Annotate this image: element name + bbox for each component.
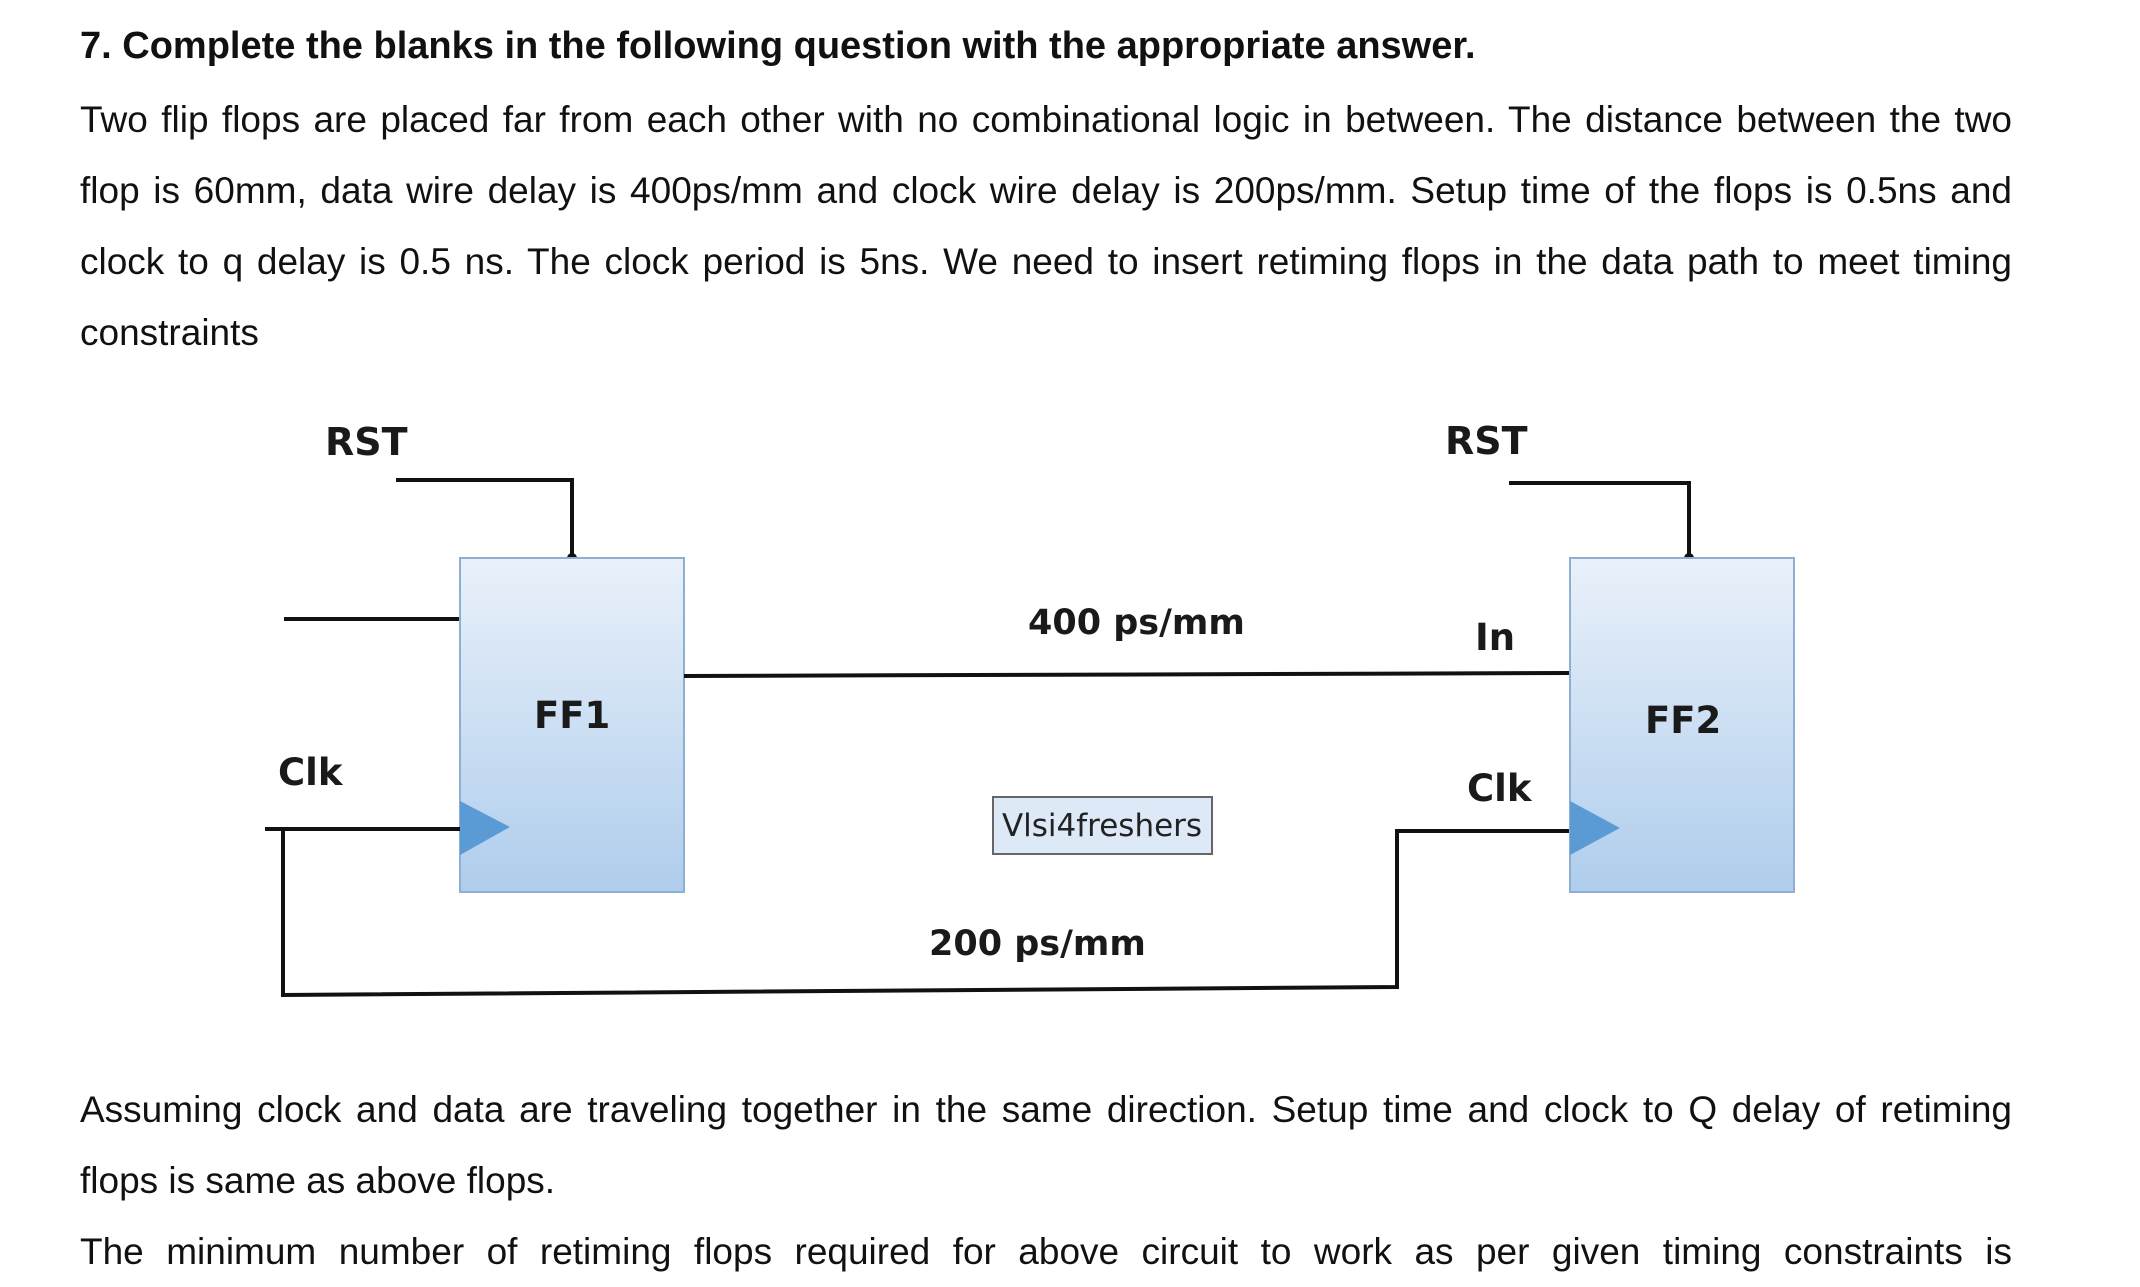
ff1-rst-dot — [567, 553, 577, 563]
ff1-rst-wire — [396, 478, 574, 558]
data-wire-label: 400 ps/mm — [1028, 603, 1245, 643]
ff2-rst-wire — [1509, 481, 1691, 558]
data-wire — [683, 671, 1571, 678]
ff1-label: FF1 — [534, 694, 610, 737]
watermark-text: Vlsi4freshers — [1002, 808, 1202, 844]
clock-wire — [281, 829, 1570, 998]
ff1-clock-triangle — [460, 801, 510, 855]
ff1-clk-label: Clk — [278, 751, 344, 794]
ff2-rst-label: RST — [1445, 419, 1528, 463]
question-prompt: The minimum number of retiming flops req… — [80, 1231, 2012, 1272]
ff2-clock-triangle — [1570, 801, 1620, 855]
question-intro: Two flip flops are placed far from each … — [80, 99, 2012, 353]
ff2-rst-dot — [1684, 553, 1694, 563]
ff2-label: FF2 — [1645, 699, 1721, 742]
question-assumption: Assuming clock and data are traveling to… — [80, 1089, 2012, 1201]
ff2-block — [1569, 557, 1795, 893]
ff2-in-label: In — [1475, 616, 1515, 659]
clock-wire-label: 200 ps/mm — [929, 924, 1146, 964]
ff2-clk-label: Clk — [1467, 767, 1533, 810]
ff1-rst-label: RST — [325, 420, 408, 464]
ff1-block — [459, 557, 685, 893]
watermark-box — [992, 796, 1213, 855]
question-title: 7. Complete the blanks in the following … — [80, 25, 1476, 67]
